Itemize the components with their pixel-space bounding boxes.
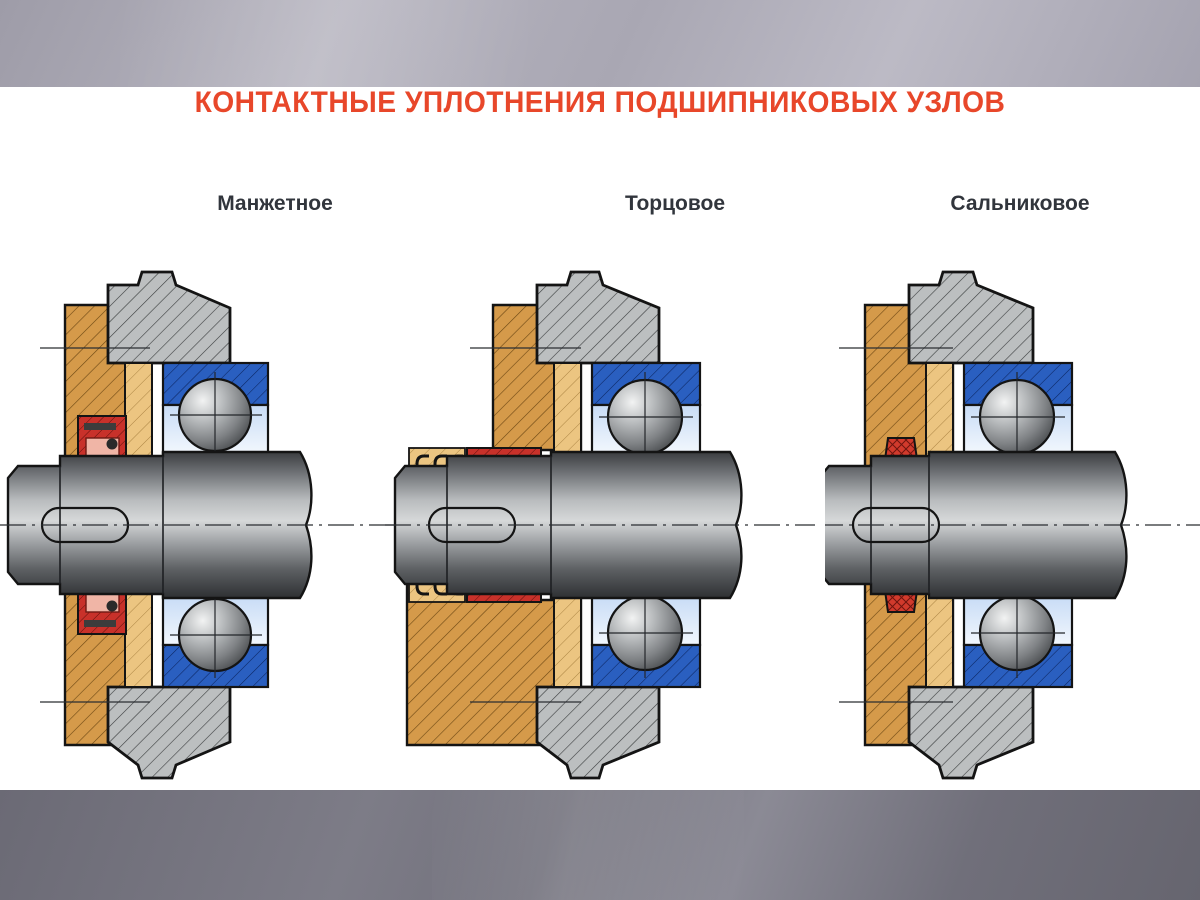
page-title: КОНТАКТНЫЕ УПЛОТНЕНИЯ ПОДШИПНИКОВЫХ УЗЛО…: [194, 86, 1006, 119]
figure-manzhetnoe: [0, 260, 400, 790]
ball-bearing-lower: [161, 583, 270, 689]
bearing-cap-lower: [535, 685, 661, 780]
bearing-cap-upper: [535, 270, 661, 365]
figure-label-tortsovoe: Торцовое: [624, 192, 726, 215]
bottom-decorative-band: [0, 790, 1200, 900]
inner-sleeve-lower: [124, 584, 153, 688]
top-decorative-band: [0, 0, 1200, 87]
bearing-cap-lower: [106, 685, 232, 780]
keyway-slot: [851, 506, 941, 544]
figure-label-manzhetnoe: Манжетное: [217, 192, 333, 215]
bearing-cap-upper: [106, 270, 232, 365]
ball-bearing-upper: [161, 361, 270, 467]
figure-tortsovoe: [385, 260, 815, 790]
figure-label-salnikovoe: Сальниковое: [950, 192, 1090, 215]
inner-sleeve-upper: [124, 362, 153, 466]
figure-salnikovoe: [825, 260, 1200, 790]
bearing-cap-lower: [907, 685, 1035, 780]
bearing-cap-upper: [907, 270, 1035, 365]
